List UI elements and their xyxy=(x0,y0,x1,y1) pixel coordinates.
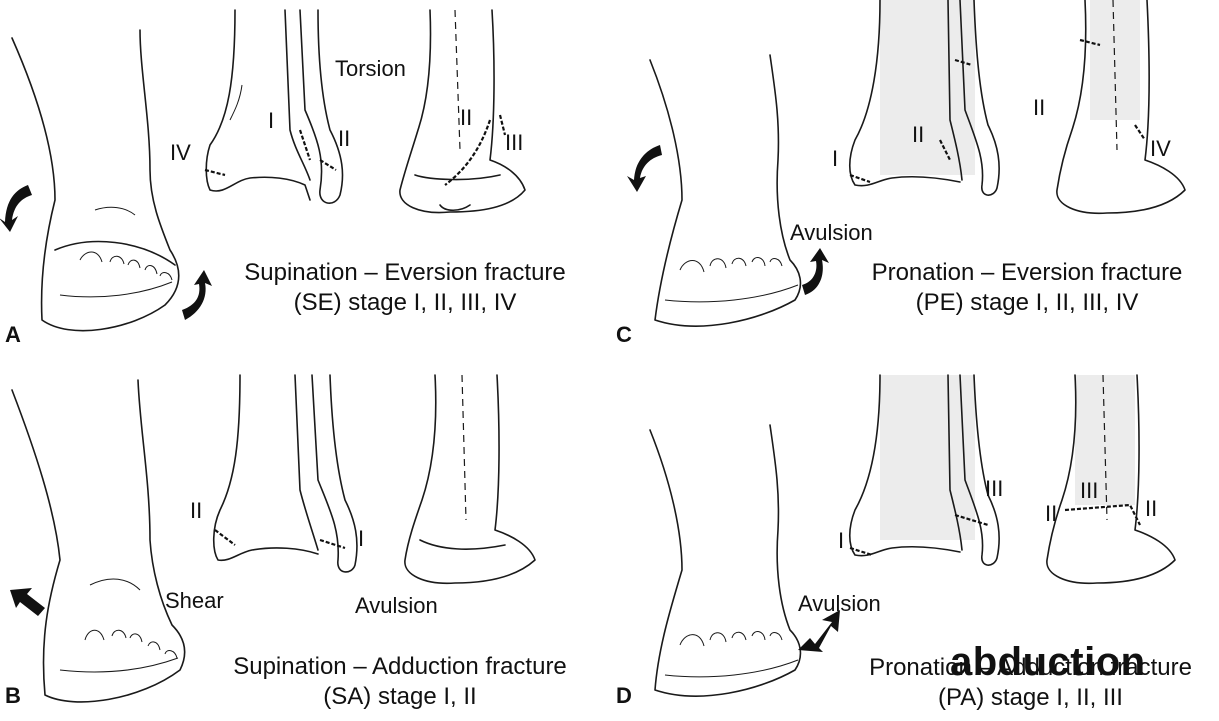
label-torsion: Torsion xyxy=(335,56,406,81)
ankle-lateral-view xyxy=(1056,0,1186,215)
label-stage-ii: II xyxy=(190,498,203,523)
abduction-overlay-text: abduction xyxy=(950,640,1146,684)
panel-a: Torsion I II IV II III Supination – Ever… xyxy=(0,0,600,360)
rotation-arrow-right xyxy=(802,248,829,295)
ankle-lateral-view xyxy=(399,9,526,214)
label-stage-iii-lateral: III xyxy=(1080,478,1099,503)
panel-c: I II II IV Avulsion Pronation – Eversion… xyxy=(610,0,1219,360)
label-stage-iii: III xyxy=(985,476,1004,501)
label-avulsion: Avulsion xyxy=(355,593,438,618)
label-stage-ii: II xyxy=(338,126,351,151)
foot-drawing xyxy=(649,54,802,327)
caption-c-line1: Pronation – Eversion fracture xyxy=(871,259,1183,286)
caption-d: Pronation – Adduction fracture (PA) stag… xyxy=(842,653,1219,713)
ankle-front-view xyxy=(848,374,1000,566)
label-avulsion: Avulsion xyxy=(790,220,873,245)
panel-letter-d: D xyxy=(616,683,632,708)
caption-b-line2: (SA) stage I, II xyxy=(323,683,477,710)
ankle-front-view xyxy=(204,9,344,204)
label-stage-i: I xyxy=(358,526,365,551)
direction-arrow xyxy=(10,588,45,616)
ankle-lateral-view xyxy=(1046,374,1176,585)
direction-arrow xyxy=(798,610,840,652)
label-stage-ii-lateral: II xyxy=(1033,95,1046,120)
foot-drawing xyxy=(649,424,802,697)
label-stage-ii-left: II xyxy=(1045,501,1058,526)
foot-drawing xyxy=(11,29,180,332)
label-stage-ii-lateral: II xyxy=(460,105,473,130)
panel-c-illustration xyxy=(627,0,1186,327)
panel-d-illustration xyxy=(649,374,1176,697)
panel-letter-b: B xyxy=(5,683,21,708)
caption-a-line2: (SE) stage I, II, III, IV xyxy=(293,289,517,316)
label-stage-i: I xyxy=(268,108,275,133)
label-stage-i: I xyxy=(838,528,845,553)
ankle-lateral-view xyxy=(404,374,536,585)
ankle-front-view xyxy=(212,374,358,573)
caption-a-line1: Supination – Eversion fracture xyxy=(244,259,566,286)
panel-letter-a: A xyxy=(5,322,21,347)
caption-a: Supination – Eversion fracture (SE) stag… xyxy=(200,258,610,318)
panel-letter-c: C xyxy=(616,322,632,347)
panel-d: I III II III II Avulsion Pronation – Add… xyxy=(610,370,1219,721)
label-shear: Shear xyxy=(165,588,224,613)
label-stage-ii: II xyxy=(912,122,925,147)
label-stage-i: I xyxy=(832,146,839,171)
caption-c: Pronation – Eversion fracture (PE) stage… xyxy=(835,258,1219,318)
panel-b-illustration xyxy=(10,374,536,703)
rotation-arrow-right xyxy=(182,270,212,320)
label-stage-iii: III xyxy=(505,130,524,155)
caption-c-line2: (PE) stage I, II, III, IV xyxy=(915,289,1139,316)
foot-drawing xyxy=(11,379,186,703)
caption-d-line1: Pronation – Adduction fracture xyxy=(869,654,1192,681)
label-stage-iv: IV xyxy=(1150,136,1171,161)
rotation-arrow-left xyxy=(627,145,662,192)
rotation-arrow-left xyxy=(0,185,32,232)
panel-b: II I Shear Avulsion Supination – Adducti… xyxy=(0,370,600,721)
caption-b: Supination – Adduction fracture (SA) sta… xyxy=(200,652,600,712)
ankle-front-view xyxy=(848,0,1000,196)
label-stage-iv: IV xyxy=(170,140,191,165)
label-stage-ii-right: II xyxy=(1145,496,1158,521)
caption-b-line1: Supination – Adduction fracture xyxy=(233,653,567,680)
label-avulsion: Avulsion xyxy=(798,591,881,616)
panel-a-illustration xyxy=(0,9,526,332)
caption-d-line2: (PA) stage I, II, III xyxy=(938,684,1123,711)
